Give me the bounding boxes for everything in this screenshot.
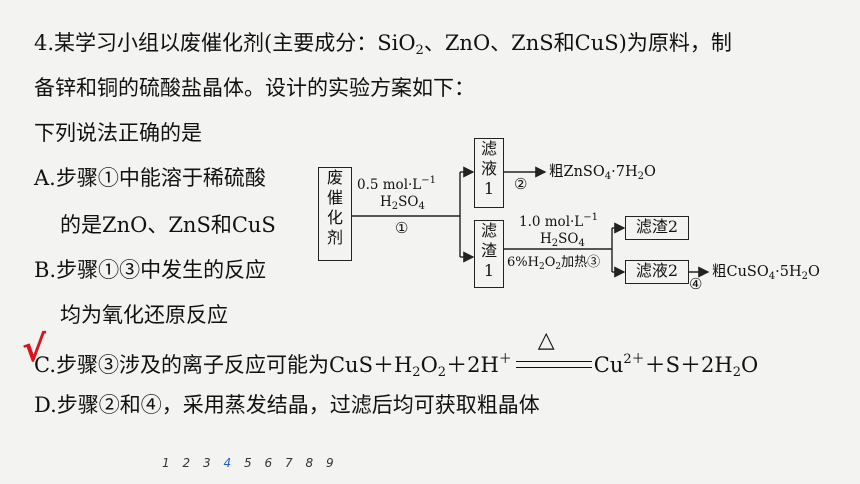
step2-label: ② — [514, 175, 528, 193]
superscript: 2＋ — [623, 352, 645, 367]
subscript: 4 — [768, 271, 776, 282]
option-c-text: O — [420, 353, 438, 377]
subscript: 2 — [732, 365, 741, 380]
residue1-box: 滤 渣 1 — [474, 220, 504, 288]
option-b-line-1: B.步骤①③中发生的反应 — [34, 258, 267, 282]
subscript: 2 — [391, 201, 399, 212]
label-text: O — [808, 264, 820, 280]
filtrate1-box: 滤 液 1 — [474, 138, 504, 208]
label-text: H — [540, 231, 552, 247]
option-a-line-1: A.步骤①中能溶于稀硫酸 — [34, 166, 266, 190]
option-a-line-2: 的是ZnO、ZnS和CuS — [60, 213, 276, 237]
reagent1-concentration: 0.5 mol·L−1 — [357, 173, 436, 193]
subscript: 2 — [551, 238, 559, 249]
subscript: 2 — [637, 171, 644, 182]
superscript: ＋ — [498, 352, 512, 367]
equals-bar — [515, 361, 592, 368]
label-text: ·7H — [611, 164, 638, 180]
label-text: SO — [398, 194, 419, 210]
label-text: 粗ZnSO — [549, 164, 605, 180]
label-text: 1.0 mol·L — [519, 214, 584, 230]
option-b-line-2: 均为氧化还原反应 — [60, 303, 228, 327]
product1-label: 粗ZnSO4·7H2O — [549, 164, 656, 185]
heat-arrow: △ — [512, 328, 594, 380]
label-text: O — [643, 164, 656, 180]
page-link-1[interactable]: 1 — [162, 456, 170, 470]
subscript: 4 — [604, 171, 612, 182]
option-c-text: ＋2H — [446, 353, 499, 377]
question-text: 4.某学习小组以废催化剂(主要成分：SiO — [34, 31, 416, 55]
reagent2-concentration: 1.0 mol·L−1 — [519, 210, 598, 230]
heat-symbol: △ — [537, 328, 555, 353]
step4-label: ④ — [689, 275, 703, 293]
page-link-2[interactable]: 2 — [182, 456, 191, 470]
option-d: D.步骤②和④，采用蒸发结晶，过滤后均可获取粗晶体 — [34, 393, 540, 417]
step1-label: ① — [395, 219, 409, 237]
label-text: 加热③ — [561, 255, 601, 270]
label-text: 6%H — [507, 255, 539, 270]
subscript: 2 — [415, 43, 424, 58]
superscript: −1 — [421, 175, 437, 186]
subscript: 4 — [418, 201, 425, 212]
subscript: 2 — [437, 365, 447, 380]
page-link-5[interactable]: 5 — [244, 456, 252, 470]
label-text: H — [380, 194, 392, 210]
label-text: ·5H — [775, 264, 802, 280]
reagent2-formula: H2SO4 — [540, 231, 585, 252]
option-c-text: Cu — [593, 353, 624, 377]
question-line-1: 4.某学习小组以废催化剂(主要成分：SiO2、ZnO、ZnS和CuS)为原料，制 — [34, 28, 732, 66]
product2-label: 粗CuSO4·5H2O — [712, 264, 820, 285]
subscript: 2 — [538, 262, 545, 272]
option-c: C.步骤③涉及的离子反应可能为CuS＋H2O2＋2H＋△ Cu2＋＋S＋2H2O — [34, 328, 759, 388]
reagent1-formula: H2SO4 — [380, 194, 425, 215]
option-c-text: O — [741, 353, 759, 377]
option-c-text: ＋S＋2H — [644, 353, 733, 377]
option-c-text: C.步骤③涉及的离子反应可能为CuS＋H — [34, 353, 413, 377]
page-link-7[interactable]: 7 — [285, 456, 293, 470]
page-link-4-current[interactable]: 4 — [223, 456, 232, 470]
reagent3-label: 6%H2O2加热③ — [507, 255, 600, 275]
page-link-6[interactable]: 6 — [264, 456, 273, 470]
question-text: 、ZnO、ZnS和CuS)为原料，制 — [423, 31, 732, 55]
subscript: 4 — [578, 238, 585, 249]
page-link-3[interactable]: 3 — [203, 456, 211, 470]
question-prompt: 下列说法正确的是 — [34, 121, 202, 145]
page-link-8[interactable]: 8 — [305, 456, 314, 470]
label-text: 粗CuSO — [712, 264, 769, 280]
question-line-2: 备锌和铜的硫酸盐晶体。设计的实验方案如下： — [34, 76, 475, 100]
subscript: 2 — [801, 271, 808, 282]
filtrate2-box: 滤液2 — [625, 260, 689, 284]
superscript: −1 — [583, 212, 599, 223]
page-link-9[interactable]: 9 — [326, 456, 334, 470]
label-text: SO — [558, 231, 579, 247]
subscript: 2 — [412, 365, 421, 380]
label-text: 0.5 mol·L — [357, 177, 422, 193]
subscript: 2 — [555, 262, 562, 272]
correct-check-mark: √ — [22, 329, 47, 370]
label-text: O — [544, 255, 556, 270]
start-material-box: 废 催 化 剂 — [318, 167, 352, 261]
residue2-box: 滤渣2 — [625, 216, 689, 240]
